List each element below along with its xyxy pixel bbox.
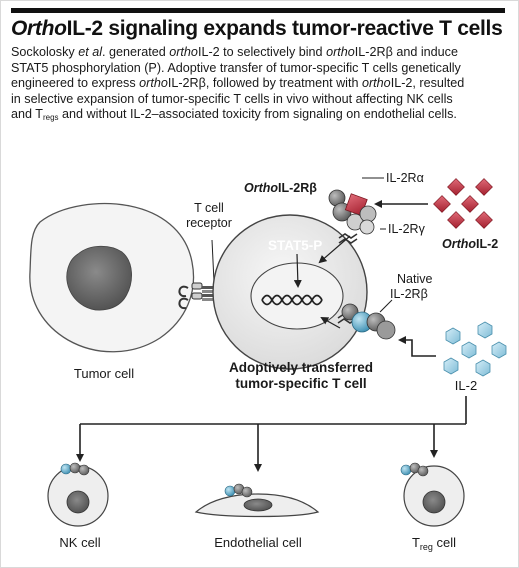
il2rg-label: IL-2Rγ xyxy=(388,222,426,236)
ortho-il2rb-label: OrthoIL-2Rβ xyxy=(244,181,317,195)
il2-cluster xyxy=(398,321,507,377)
top-rule xyxy=(11,8,505,13)
ortho-il2r-complex xyxy=(318,177,386,264)
desc-line-2: STAT5 phosphorylation (P). Adoptive tran… xyxy=(11,60,461,75)
adoptive-t-cell-label-1: Adoptively transferred xyxy=(229,360,373,375)
stat5p-label: STAT5-P xyxy=(268,238,322,253)
native-il2r-complex xyxy=(320,299,396,340)
il2ra-label: IL-2Rα xyxy=(386,171,424,185)
adoptive-t-cell xyxy=(212,214,368,370)
treg-cell xyxy=(400,462,465,527)
endothelial-cell-label: Endothelial cell xyxy=(214,535,302,550)
figure-title: OrthoIL-2 signaling expands tumor-reacti… xyxy=(11,17,511,41)
il2-label: IL-2 xyxy=(455,378,477,393)
distribution-arrows xyxy=(76,396,467,472)
title-ortho: Ortho xyxy=(11,17,67,40)
native-il2rb-label-1: Native xyxy=(397,272,432,286)
desc-line-5: and Tregs and without IL-2–associated to… xyxy=(11,107,457,123)
desc-line-1: Sockolosky et al. generated orthoIL-2 to… xyxy=(11,45,458,59)
t-cell-receptor-label-2: receptor xyxy=(186,216,232,230)
nk-cell xyxy=(47,462,109,527)
native-il2rb-label-2: IL-2Rβ xyxy=(390,287,428,301)
title-rest: IL-2 signaling expands tumor-reactive T … xyxy=(66,17,503,40)
desc-line-4: in selective expansion of tumor-specific… xyxy=(11,91,453,106)
t-cell-receptor-label-1: T cell xyxy=(194,201,224,215)
tumor-cell xyxy=(29,202,195,353)
ortho-il2-label: OrthoIL-2 xyxy=(442,237,498,251)
treg-cell-label: Treg cell xyxy=(412,535,456,552)
adoptive-t-cell-label-2: tumor-specific T cell xyxy=(235,376,366,391)
nk-cell-label: NK cell xyxy=(59,535,100,550)
desc-line-3: engineered to express orthoIL-2Rβ, follo… xyxy=(11,76,465,91)
tumor-cell-label: Tumor cell xyxy=(74,366,134,381)
endothelial-cell xyxy=(194,483,320,518)
figure-description: Sockolosky et al. generated orthoIL-2 to… xyxy=(11,45,511,123)
ortho-il2-cluster xyxy=(374,178,493,229)
